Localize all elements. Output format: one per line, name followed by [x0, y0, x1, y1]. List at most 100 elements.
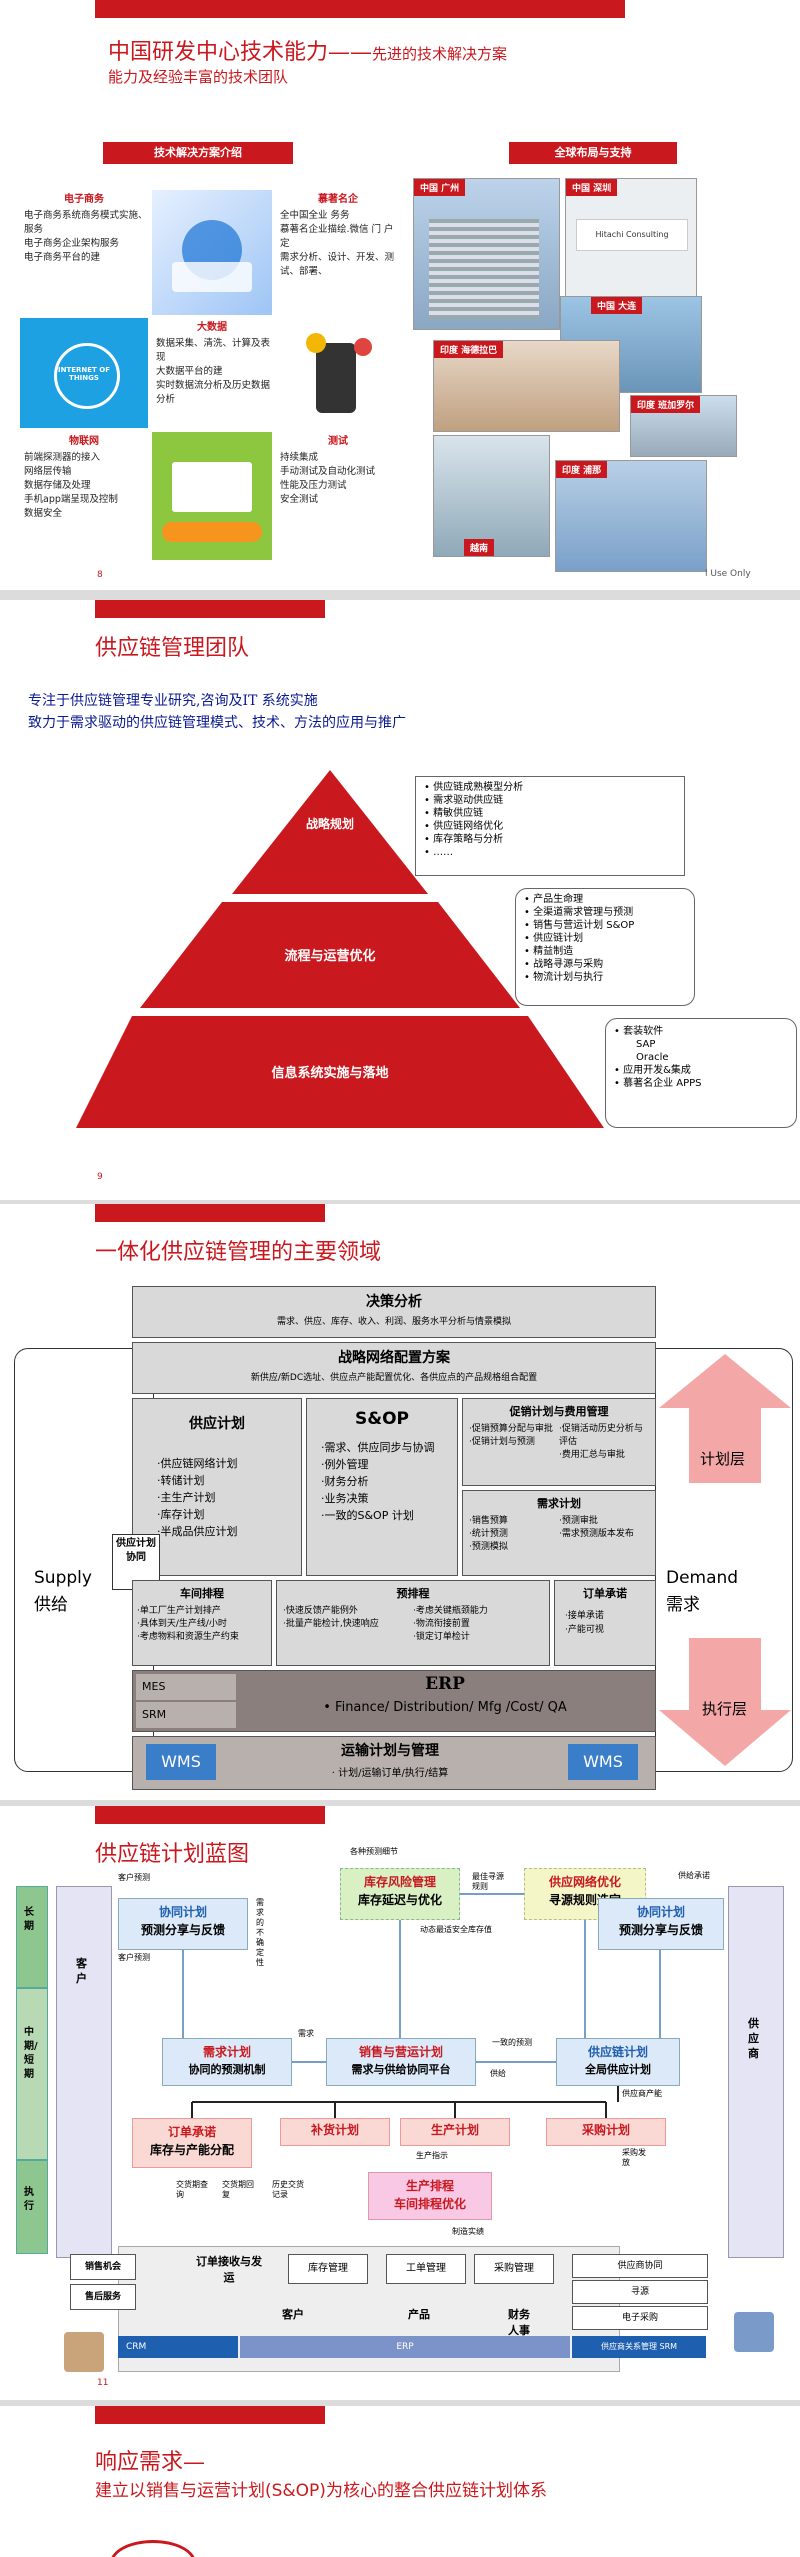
- list-item: 精敏供应链: [433, 808, 484, 819]
- list-item: ·半成品供应计划: [157, 1525, 238, 1538]
- ecommerce-title: 电子商务: [64, 194, 104, 205]
- level-label: 流程与运营优化: [284, 949, 376, 964]
- box-subtitle: 预测分享与反馈: [140, 1923, 225, 1937]
- box-desc: 需求、供应、库存、收入、利润、服务水平分析与情景模拟: [276, 1317, 511, 1327]
- flow-label: 交货期回复: [222, 2180, 254, 2199]
- flow-label: 交货期查询: [176, 2180, 208, 2199]
- box-title: 订单承诺: [167, 2125, 216, 2139]
- ecommerce-list: 电子商务系统商务模式实施、服务 电子商务企业架构服务 电子商务平台的建: [20, 209, 148, 265]
- layer-arrows: [659, 1354, 791, 1766]
- page-title: 供应链管理团队: [95, 636, 250, 661]
- purchase-plan-box: 采购计划: [546, 2118, 666, 2146]
- list-item: ·考虑关键瓶颈能力: [413, 1606, 488, 1616]
- box-title: 预排程: [396, 1587, 430, 1600]
- flow-label: 生产指示: [416, 2151, 448, 2160]
- testing-image: [152, 432, 272, 560]
- list-item: 战略寻源与采购: [533, 959, 604, 970]
- list-item: ·考虑物料和资源生产约束: [137, 1632, 239, 1642]
- office-photo-bangalore: 印度 班加罗尔: [630, 395, 737, 457]
- flow-label: 一致的预测: [492, 2038, 532, 2047]
- list-item: ·锁定订单检计: [413, 1632, 470, 1642]
- intro-text: 专注于供应链管理专业研究,咨询及IT 系统实施 致力于需求驱动的供应链管理模式、…: [28, 690, 406, 734]
- box-title: 补货计划: [310, 2123, 359, 2137]
- circle-shape: [110, 2540, 196, 2557]
- list-item: 持续集成: [280, 452, 319, 463]
- list-item: ……: [433, 847, 454, 858]
- supply-plan-box: 供应链计划全局供应计划: [556, 2038, 680, 2086]
- box-title: 生产排程: [405, 2179, 454, 2193]
- iot-icon-label: INTERNET OF THINGS: [58, 366, 110, 382]
- photo-label: 中国 深圳: [566, 179, 618, 196]
- global-support-tab[interactable]: 全球布局与支持: [509, 142, 677, 164]
- office-photo-shenzhen: 中国 深圳 Hitachi Consulting: [565, 178, 697, 300]
- list-item: 慕著名企业描绘.微信 门 户: [280, 224, 394, 235]
- collab-plan-right: 协同计划预测分享与反馈: [598, 1898, 724, 1950]
- page-title: 中国研发中心技术能力——先进的技术解决方案: [108, 40, 508, 65]
- tech-solutions-tab[interactable]: 技术解决方案介绍: [103, 142, 293, 164]
- presched-lists: ·快速反馈产能例外·批量产能检计,快速响应 ·考虑关键瓶颈能力·物流衔接前置·锁…: [283, 1605, 543, 1644]
- list-item: Oracle: [636, 1052, 669, 1063]
- phone-image: [276, 318, 400, 428]
- page-subtitle: 能力及经验丰富的技术团队: [108, 68, 289, 86]
- list-item: 大数据平台的建: [156, 366, 223, 377]
- list-item: 手动测试及自动化测试: [280, 466, 376, 477]
- list-item: ·供应链网络计划: [157, 1457, 238, 1470]
- photo-label: 中国 广州: [414, 179, 466, 196]
- balloon-icon: [306, 333, 326, 353]
- ecommerce-tile: 电子商务 电子商务系统商务模式实施、服务 电子商务企业架构服务 电子商务平台的建: [20, 190, 148, 315]
- transport-desc: · 计划/运输订单/执行/结算: [331, 1768, 449, 1779]
- slide-top-bar: [95, 1806, 325, 1824]
- page-number: 9: [97, 1172, 103, 1182]
- strategy-list: • 供应链成熟模型分析 • 需求驱动供应链 • 精敏供应链 • 供应链网络优化 …: [424, 782, 524, 858]
- box-subtitle: 需求与供给协同平台: [351, 2063, 451, 2076]
- transport-title: 运输计划与管理: [341, 1743, 439, 1759]
- slide-sc-blueprint: 供应链计划蓝图 长期 中期/短期 执行 客户 供应商 协同计划预测分享与反馈 库…: [0, 1806, 800, 2400]
- customer-column: [56, 1886, 112, 2258]
- supplier-column: [728, 1886, 784, 2258]
- list-item: 手机app端呈现及控制: [24, 494, 118, 505]
- iot-title: 物联网: [69, 436, 99, 447]
- list-item: 前端探测器的接入: [24, 452, 101, 463]
- flow-label: 动态最适安全库存值: [420, 1925, 492, 1934]
- list-item: ·销售预算: [469, 1516, 508, 1526]
- erp-bar: ERP: [240, 2336, 570, 2358]
- list-item: 电子商务企业架构服务: [24, 238, 120, 249]
- e-procurement-box: 电子采购: [572, 2306, 708, 2330]
- box-title: 决策分析: [366, 1294, 422, 1310]
- list-item: 电子商务平台的建: [24, 252, 101, 263]
- phone-icon: [316, 343, 356, 413]
- srm-bar: 供应商关系管理 SRM: [572, 2336, 706, 2358]
- collab-plan-left: 协同计划预测分享与反馈: [118, 1898, 248, 1950]
- list-item: ·具体到天/生产线/小时: [137, 1619, 227, 1629]
- list-item: 套装软件: [623, 1026, 664, 1037]
- promo-plan-box: 促销计划与费用管理 ·促销预算分配与审批·促销计划与预测 ·促销活动历史分析与评…: [462, 1398, 656, 1486]
- sop-list: ·需求、供应同步与协调 ·例外管理 ·财务分析 ·业务决策 ·一致的S&OP 计…: [321, 1439, 457, 1524]
- supply-plan-list: ·供应链网络计划 ·转储计划 ·主生产计划 ·库存计划 ·半成品供应计划: [157, 1455, 301, 1540]
- testing-tile: 测试 持续集成 手动测试及自动化测试 性能及压力测试 安全测试: [276, 432, 400, 560]
- workshop-sched-box: 车间排程 ·单工厂生产计划排产 ·具体到天/生产线/小时 ·考虑物料和资源生产约…: [132, 1580, 272, 1666]
- list-item: 需求分析、设计、开发、测试、部署、: [280, 252, 395, 277]
- systems-list: • 套装软件 SAP Oracle • 应用开发&集成 • 慕著名企业 APPS: [614, 1025, 788, 1090]
- box-subtitle: 车间排程优化: [393, 2197, 466, 2211]
- pyramid-level-systems: [76, 1016, 604, 1128]
- timeline-label: 长期: [24, 1907, 34, 1932]
- sales-opportunity-box: 销售机会: [70, 2254, 136, 2280]
- flow-label: 需求的不确定性: [256, 1898, 264, 1967]
- list-item: ·财务分析: [321, 1475, 369, 1488]
- inventory-risk-box: 库存风险管理库存延迟与优化: [340, 1868, 460, 1920]
- flow-label: 供给承诺: [678, 1871, 710, 1880]
- box-title: 库存风险管理: [363, 1875, 436, 1889]
- list-item: ·接单承诺: [565, 1611, 604, 1621]
- list-item: ·费用汇总与审批: [559, 1450, 625, 1460]
- box-title: 协同计划: [158, 1905, 207, 1919]
- list-item: ·需求、供应同步与协调: [321, 1441, 435, 1454]
- flow-label: 最佳寻源规则: [472, 1872, 504, 1891]
- office-photo-guangzhou: 中国 广州: [413, 178, 560, 330]
- ecommerce-image: [152, 190, 272, 315]
- process-box: • 产品生命理 • 全渠道需求管理与预测 • 销售与营运计划 S&OP • 供应…: [515, 888, 695, 1006]
- list-item: ·促销计划与预测: [469, 1437, 535, 1447]
- box-subtitle: 预测分享与反馈: [618, 1923, 703, 1937]
- list-item: 需求驱动供应链: [433, 795, 504, 806]
- page-number: 11: [97, 2378, 109, 2388]
- famous-tile: 慕著名企 全中国全业 务务 慕著名企业描绘.微信 门 户 定 需求分析、设计、开…: [276, 190, 400, 315]
